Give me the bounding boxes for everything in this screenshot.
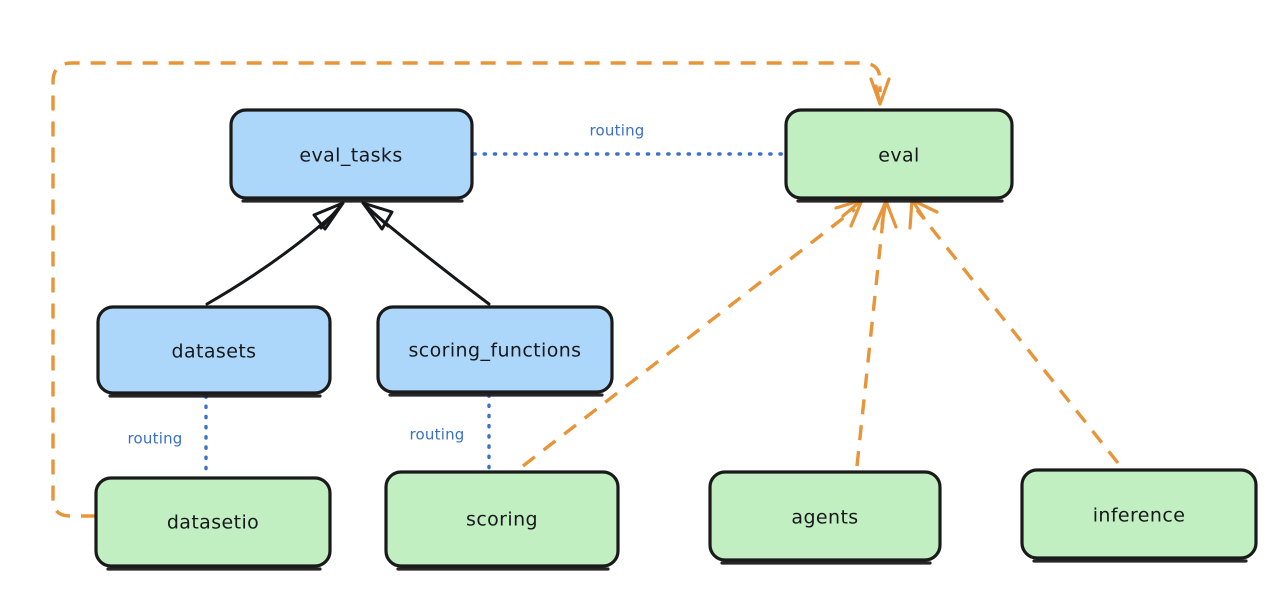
edge-datasets-eval_tasks-arrowhead [312, 201, 345, 231]
node-inference-label: inference [1093, 505, 1186, 527]
node-eval_tasks-label: eval_tasks [299, 145, 402, 167]
node-datasetio[interactable]: datasetio [94, 476, 332, 571]
node-inference[interactable]: inference [1020, 468, 1258, 563]
edge-inference-eval [908, 198, 1120, 465]
node-datasets[interactable]: datasets [96, 305, 332, 398]
node-agents[interactable]: agents [708, 470, 942, 565]
edge-label-routing-datasetio: routing [128, 430, 183, 448]
edge-label-routing-scoring: routing [410, 426, 465, 444]
node-eval_tasks-box[interactable] [229, 108, 474, 200]
node-scoring_functions-box[interactable] [376, 305, 614, 394]
edge-scoring_functions-scoring: routing [410, 393, 491, 473]
node-eval-label: eval [878, 145, 919, 167]
node-eval_tasks[interactable]: eval_tasks [229, 108, 474, 203]
edge-layer: routing routing routing [51, 61, 1120, 518]
edge-label-routing-eval: routing [590, 122, 645, 140]
edge-agents-eval-line [855, 209, 886, 467]
edge-datasets-eval_tasks [205, 201, 345, 306]
node-eval-box[interactable] [784, 108, 1014, 200]
node-datasets-label: datasets [172, 341, 257, 363]
edge-inference-eval-line [915, 208, 1120, 465]
node-datasets-box[interactable] [96, 305, 332, 395]
edge-datasets-datasetio: routing [128, 394, 208, 479]
node-datasetio-box[interactable] [94, 476, 332, 568]
edge-datasetio-eval [51, 61, 891, 518]
node-scoring_functions[interactable]: scoring_functions [376, 305, 614, 397]
edge-inference-eval-arrowhead-inner [910, 198, 926, 220]
edge-scoring-eval-arrowhead-inner [841, 198, 864, 218]
node-layer: eval_tasks eval datasets scoring_functio… [94, 108, 1258, 571]
edge-datasets-eval_tasks-line [205, 210, 338, 306]
node-scoring[interactable]: scoring [384, 470, 620, 571]
edge-scoring_functions-eval_tasks-arrowhead [361, 201, 394, 231]
edge-datasetio-eval-arrowhead-inner [874, 84, 882, 106]
node-scoring_functions-label: scoring_functions [409, 340, 582, 362]
edge-agents-eval [855, 199, 898, 467]
edge-datasetio-eval-line [51, 61, 882, 518]
edge-scoring_functions-eval_tasks-arrowhead-inner [361, 201, 390, 228]
node-agents-label: agents [791, 507, 858, 529]
edge-agents-eval-arrowhead-inner [880, 199, 888, 226]
node-scoring-box[interactable] [384, 470, 620, 568]
edge-scoring-eval-line [521, 207, 857, 468]
node-scoring-label: scoring [466, 509, 538, 531]
edge-datasets-eval_tasks-arrowhead-inner [319, 201, 345, 230]
node-datasetio-label: datasetio [167, 512, 259, 534]
node-agents-box[interactable] [708, 470, 942, 562]
edge-eval_tasks-eval: routing [472, 122, 788, 156]
node-eval[interactable]: eval [784, 108, 1014, 203]
edge-scoring_functions-eval_tasks [361, 201, 491, 306]
node-inference-box[interactable] [1020, 468, 1258, 560]
